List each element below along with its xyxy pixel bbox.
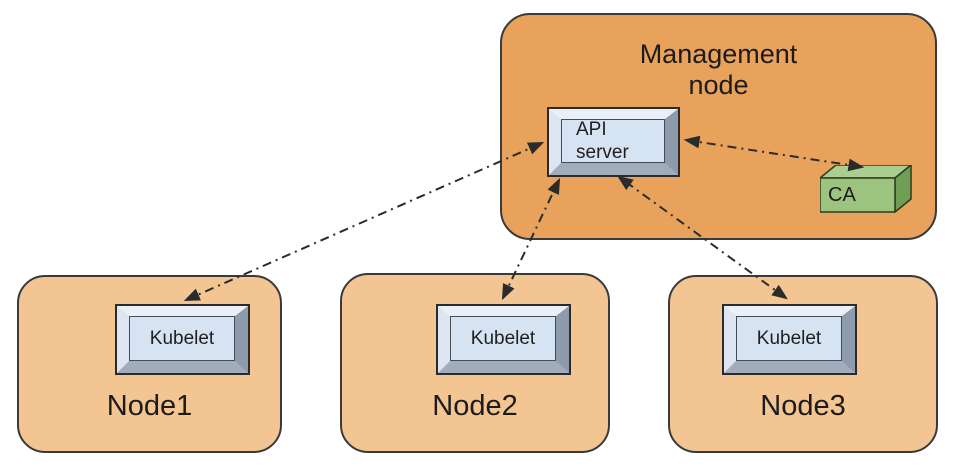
kubelet-box-node3: Kubelet (722, 304, 857, 375)
api-server-box: API server (547, 107, 680, 177)
ca-label: CA (828, 183, 856, 206)
ca-front-face (819, 177, 896, 213)
kubelet-bevel (438, 306, 569, 373)
ca-box: CA (819, 164, 915, 215)
node2-box: Kubelet Node2 (340, 273, 610, 453)
kubelet-box-node2: Kubelet (436, 304, 571, 375)
api-server-face: API server (561, 119, 665, 163)
management-node-label-line1: Management (639, 39, 798, 69)
api-server-bevel (549, 109, 678, 175)
management-node-label-line2: node (688, 70, 749, 100)
node1-label: Node1 (106, 390, 193, 422)
kubelet-box-node1: Kubelet (115, 304, 250, 375)
node1-box: Kubelet Node1 (17, 275, 282, 453)
api-server-label-line1: API (576, 119, 607, 140)
kubelet-label-node1: Kubelet (129, 316, 235, 361)
node3-label: Node3 (760, 390, 846, 422)
node2-label: Node2 (432, 390, 518, 422)
kubelet-label-node2: Kubelet (450, 316, 556, 361)
kubelet-bevel (724, 306, 855, 373)
node3-box: Kubelet Node3 (668, 275, 938, 453)
api-server-label-line2: server (576, 142, 629, 163)
kubelet-label-node3: Kubelet (736, 316, 842, 361)
management-node-box: Management node API server CA (500, 13, 937, 240)
management-node-label: Management node (502, 39, 935, 101)
kubelet-bevel (117, 306, 248, 373)
ca-cuboid (819, 164, 912, 213)
